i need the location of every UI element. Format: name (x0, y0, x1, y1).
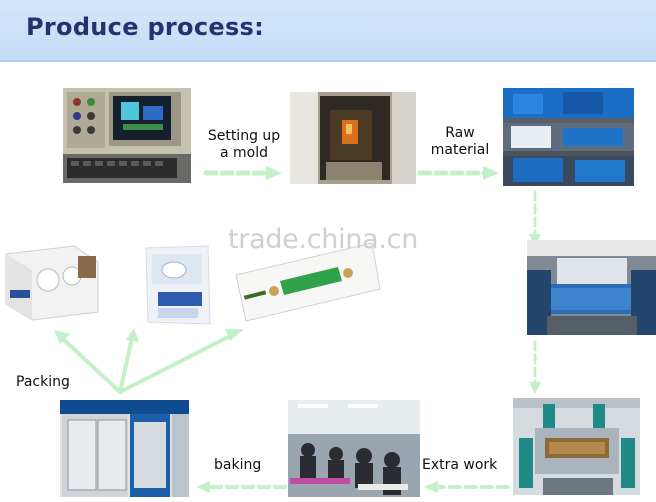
page-title: Produce process: (26, 13, 265, 41)
raw-material-photo (503, 88, 634, 186)
arrow-head-raw (483, 166, 499, 180)
molding-machine-photo (527, 240, 656, 335)
arrow-head-pack-2 (126, 328, 139, 342)
arrow-pack-2 (118, 336, 134, 394)
arrow-head-extra (424, 481, 438, 493)
watermark: trade.china.cn (228, 224, 419, 255)
arrow-pack-1 (60, 336, 122, 394)
arrow-head-baking (196, 481, 210, 493)
product-package-photo (138, 240, 214, 328)
extra-work-photo (288, 400, 420, 497)
extra-work-label: Extra work (422, 457, 498, 473)
baking-label: baking (214, 457, 262, 473)
control-panel-photo (63, 88, 191, 183)
product-popper-photo (234, 237, 382, 325)
packing-label: Packing (16, 374, 70, 390)
raw-material-text: Raw material (430, 125, 490, 158)
baking-oven-photo (60, 400, 189, 497)
header-banner: Produce process: (0, 0, 656, 62)
setting-up-label: Setting up a mold (200, 128, 288, 162)
setting-up-text: Setting up a mold (207, 128, 281, 161)
arrow-head-pack-1 (54, 330, 70, 344)
product-box-photo (0, 240, 100, 322)
arrow-head-setup (266, 166, 282, 180)
arrow-head-down (529, 382, 541, 394)
arrow-head-pack-3 (225, 329, 244, 341)
hydraulic-press-photo (513, 398, 640, 495)
arrow-pack-3 (118, 332, 236, 394)
mold-setup-photo (290, 92, 416, 184)
raw-material-label: Raw material (420, 125, 500, 159)
